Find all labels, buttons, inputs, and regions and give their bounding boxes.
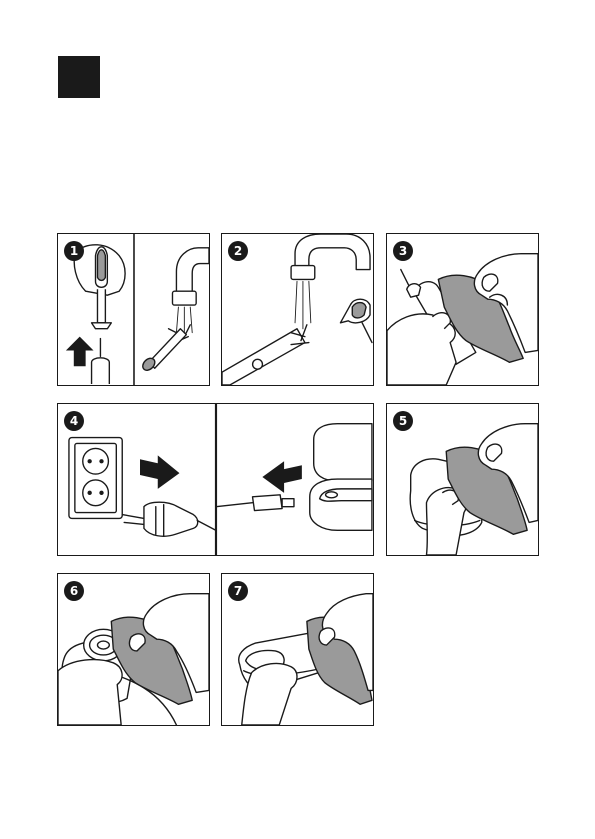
step-4-panel: 4 [57,403,374,556]
arrow-left-icon [262,461,301,493]
step-7-badge: 7 [228,581,248,601]
step-7-panel: 7 [221,573,374,726]
step-5-panel: 5 [386,403,539,556]
step-1-badge: 1 [64,241,84,261]
step-4-badge: 4 [64,411,84,431]
step-4-illustration [58,404,373,555]
step-3-badge: 3 [393,241,413,261]
step-2-panel: 2 [221,233,374,386]
step-6-panel: 6 [57,573,210,726]
step-1-panel: 1 [57,233,210,386]
section-marker-square [58,56,100,98]
power-plug-icon [122,502,216,536]
step-6-badge: 6 [64,581,84,601]
step-2-badge: 2 [228,241,248,261]
step-3-panel: 3 [386,233,539,386]
arrow-right-icon [140,455,179,489]
arrow-up-icon [66,337,94,367]
step-5-badge: 5 [393,411,413,431]
